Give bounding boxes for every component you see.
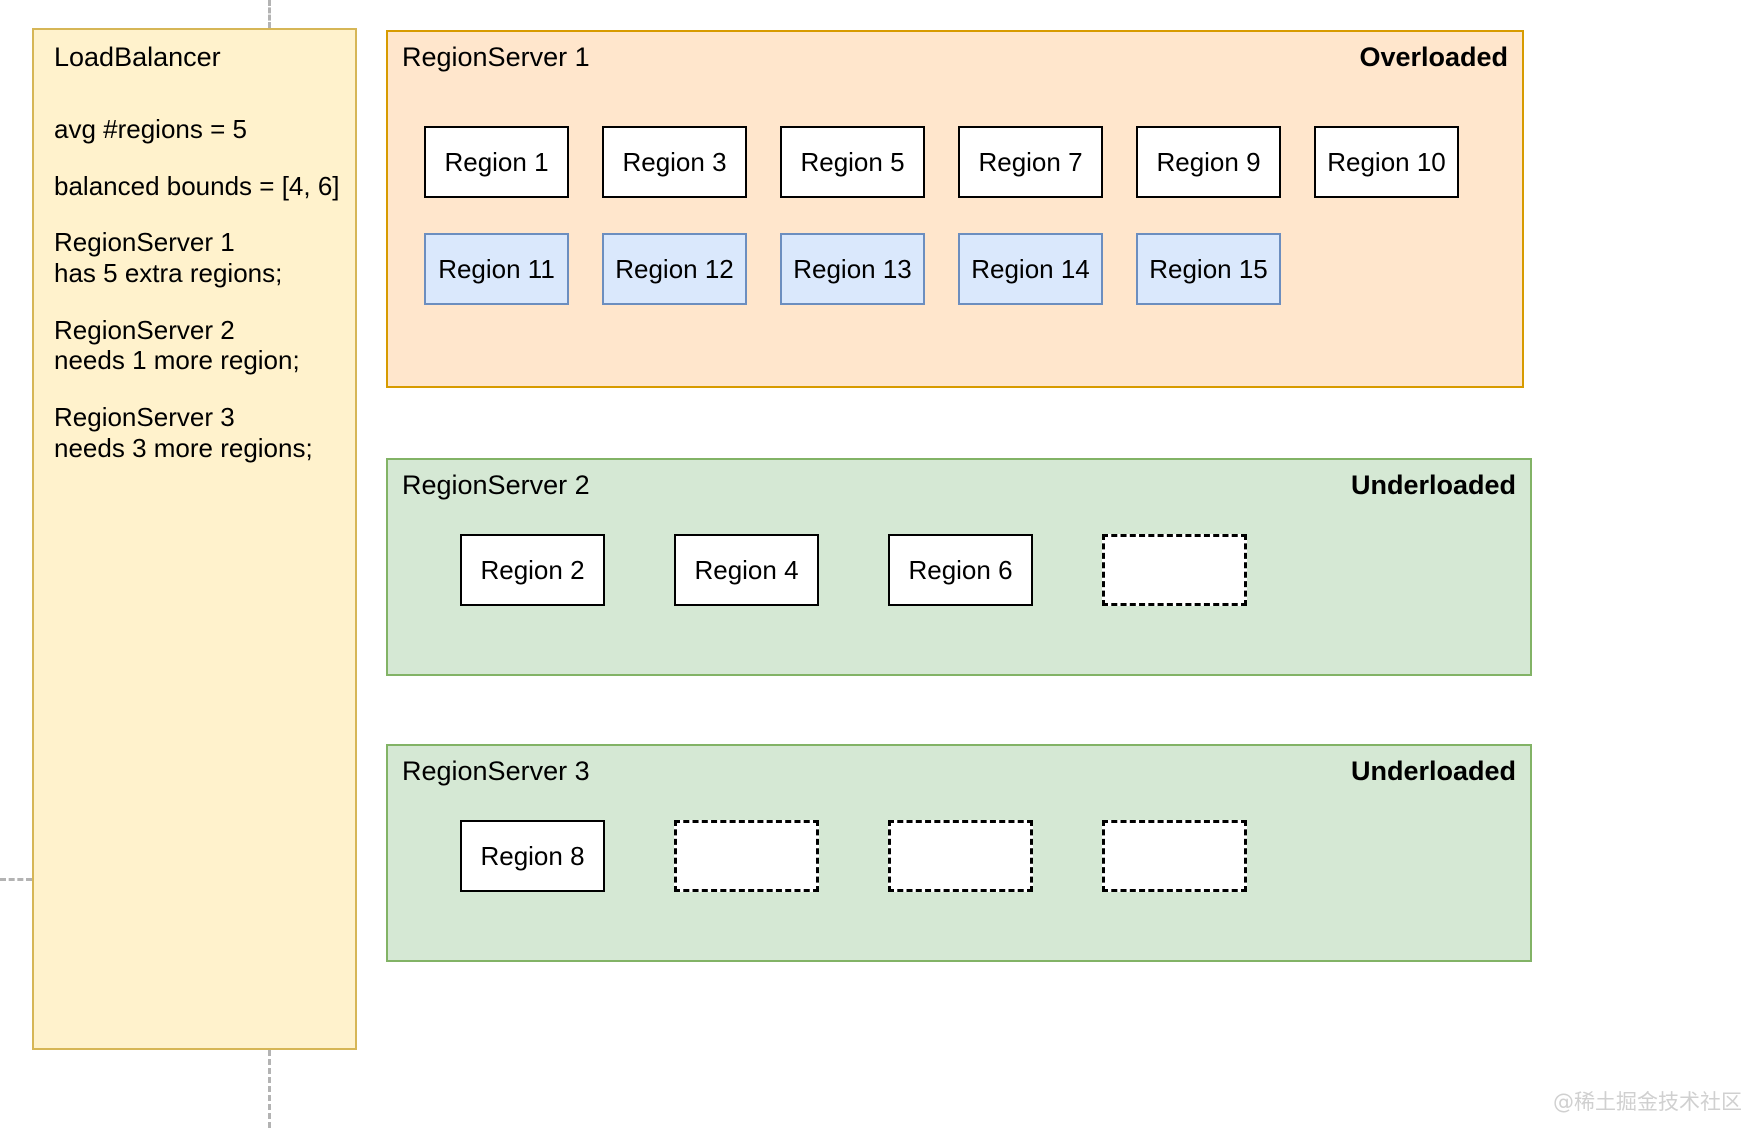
loadbalancer-stat-line: RegionServer 2 needs 1 more region; (54, 314, 300, 376)
region-box[interactable]: Region 10 (1314, 126, 1459, 198)
regionserver-2-status-badge: Underloaded (1350, 470, 1516, 500)
regionserver-2-title: RegionServer 2 (402, 470, 590, 500)
loadbalancer-stats-list: avg #regions = 5 balanced bounds = [4, 6… (54, 114, 354, 489)
region-placeholder-box[interactable] (674, 820, 819, 892)
regionserver-1-panel[interactable]: RegionServer 1 Overloaded Region 1 Regio… (386, 30, 1524, 388)
region-box[interactable]: Region 9 (1136, 126, 1281, 198)
region-box[interactable]: Region 3 (602, 126, 747, 198)
loadbalancer-stat-line: RegionServer 3 needs 3 more regions; (54, 402, 313, 463)
regionserver-2-panel[interactable]: RegionServer 2 Underloaded Region 2 Regi… (386, 458, 1532, 676)
region-box[interactable]: Region 2 (460, 534, 605, 606)
region-box[interactable]: Region 7 (958, 126, 1103, 198)
regionserver-1-title: RegionServer 1 (402, 42, 590, 72)
guide-line-horizontal-left (0, 878, 32, 881)
loadbalancer-stat-line: RegionServer 1 has 5 extra regions; (54, 227, 283, 289)
regionserver-3-status-badge: Underloaded (1350, 756, 1516, 786)
region-placeholder-box[interactable] (1102, 534, 1247, 606)
region-box[interactable]: Region 1 (424, 126, 569, 198)
guide-line-vertical-top (268, 0, 271, 28)
region-placeholder-box[interactable] (1102, 820, 1247, 892)
region-box[interactable]: Region 5 (780, 126, 925, 198)
guide-line-vertical-bottom (268, 1050, 271, 1128)
region-box[interactable]: Region 14 (958, 233, 1103, 305)
loadbalancer-stat-line: balanced bounds = [4, 6] (54, 170, 340, 201)
region-box[interactable]: Region 13 (780, 233, 925, 305)
loadbalancer-panel[interactable]: LoadBalancer avg #regions = 5 balanced b… (32, 28, 357, 1050)
region-placeholder-box[interactable] (888, 820, 1033, 892)
regionserver-3-panel[interactable]: RegionServer 3 Underloaded Region 8 (386, 744, 1532, 962)
regionserver-1-status-badge: Overloaded (1359, 42, 1508, 72)
region-box[interactable]: Region 6 (888, 534, 1033, 606)
regionserver-3-title: RegionServer 3 (402, 756, 590, 786)
region-box[interactable]: Region 15 (1136, 233, 1281, 305)
region-box[interactable]: Region 8 (460, 820, 605, 892)
watermark: @稀土掘金技术社区 (1553, 1090, 1742, 1114)
loadbalancer-title: LoadBalancer (54, 42, 221, 72)
loadbalancer-stat-line: avg #regions = 5 (54, 114, 247, 144)
region-box[interactable]: Region 4 (674, 534, 819, 606)
region-box[interactable]: Region 11 (424, 233, 569, 305)
region-box[interactable]: Region 12 (602, 233, 747, 305)
